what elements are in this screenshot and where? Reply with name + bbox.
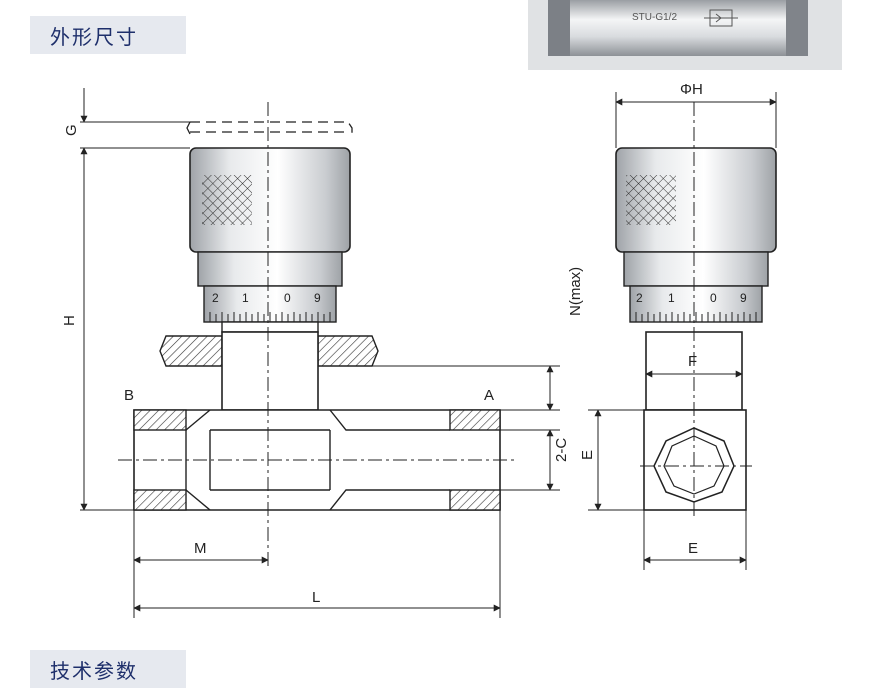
scale-digit: 9: [314, 291, 321, 305]
scale-digit: 0: [710, 291, 717, 305]
product-photo: STU-G1/2: [528, 0, 842, 70]
section-title: 外形尺寸: [50, 24, 138, 49]
label-port-b: B: [124, 387, 134, 404]
section-title: 技术参数: [50, 658, 138, 683]
section-header-dimensions: 外形尺寸: [30, 16, 186, 54]
label-g: G: [63, 124, 80, 136]
scale-digit: 2: [636, 291, 643, 305]
label-e-vertical: E: [579, 450, 596, 460]
label-n-max: N(max): [567, 267, 584, 316]
side-view: [615, 102, 777, 520]
label-port-a: A: [484, 387, 494, 404]
scale-digits-side: 2 1 0 9: [636, 291, 747, 305]
front-view: [118, 102, 516, 568]
label-l: L: [312, 589, 320, 606]
label-f: F: [688, 353, 697, 370]
label-h: H: [61, 315, 78, 326]
engraving-text: STU-G1/2: [632, 12, 677, 23]
front-dimensions: [80, 88, 560, 618]
section-header-tech-params: 技术参数: [30, 650, 186, 688]
scale-digit: 0: [284, 291, 291, 305]
label-2c: 2-C: [553, 438, 570, 462]
scale-digit: 9: [740, 291, 747, 305]
dimension-labels: G H N(max) B A 2-C M L ΦH F E E: [61, 81, 703, 606]
scale-digits-front: 2 1 0 9: [212, 291, 321, 305]
scale-digit: 1: [668, 291, 675, 305]
label-phi-h: ΦH: [680, 81, 703, 98]
scale-digit: 2: [212, 291, 219, 305]
scale-digit: 1: [242, 291, 249, 305]
valve-symbol-icon: [704, 9, 738, 27]
label-m: M: [194, 540, 207, 557]
side-dimensions: [588, 92, 777, 570]
label-e-bottom: E: [688, 540, 698, 557]
